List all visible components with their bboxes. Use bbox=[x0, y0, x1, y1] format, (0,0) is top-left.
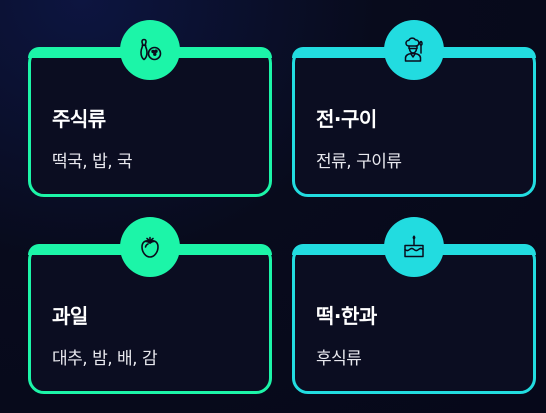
category-card-fruit[interactable]: 과일 대추, 밤, 배, 감 bbox=[28, 217, 272, 394]
chef-icon bbox=[404, 37, 423, 62]
bowling-icon bbox=[140, 38, 162, 61]
badge-circle bbox=[120, 217, 180, 277]
fruit-icon bbox=[141, 236, 159, 258]
card-title: 주식류 bbox=[52, 107, 106, 131]
category-card-staple[interactable]: 주식류 떡국, 밥, 국 bbox=[28, 20, 272, 197]
card-items: 후식류 bbox=[316, 349, 362, 369]
category-card-tteok-hangwa[interactable]: 떡·한과 후식류 bbox=[292, 217, 536, 394]
card-items: 전류, 구이류 bbox=[316, 152, 402, 172]
badge-circle bbox=[120, 20, 180, 80]
category-card-jeon-gui[interactable]: 전·구이 전류, 구이류 bbox=[292, 20, 536, 197]
badge-circle bbox=[384, 20, 444, 80]
card-items: 떡국, 밥, 국 bbox=[52, 152, 133, 172]
card-title: 떡·한과 bbox=[316, 304, 377, 328]
cake-icon bbox=[404, 235, 424, 258]
card-items: 대추, 밤, 배, 감 bbox=[52, 349, 158, 369]
card-title: 과일 bbox=[52, 304, 88, 328]
card-title: 전·구이 bbox=[316, 107, 377, 131]
badge-circle bbox=[384, 217, 444, 277]
